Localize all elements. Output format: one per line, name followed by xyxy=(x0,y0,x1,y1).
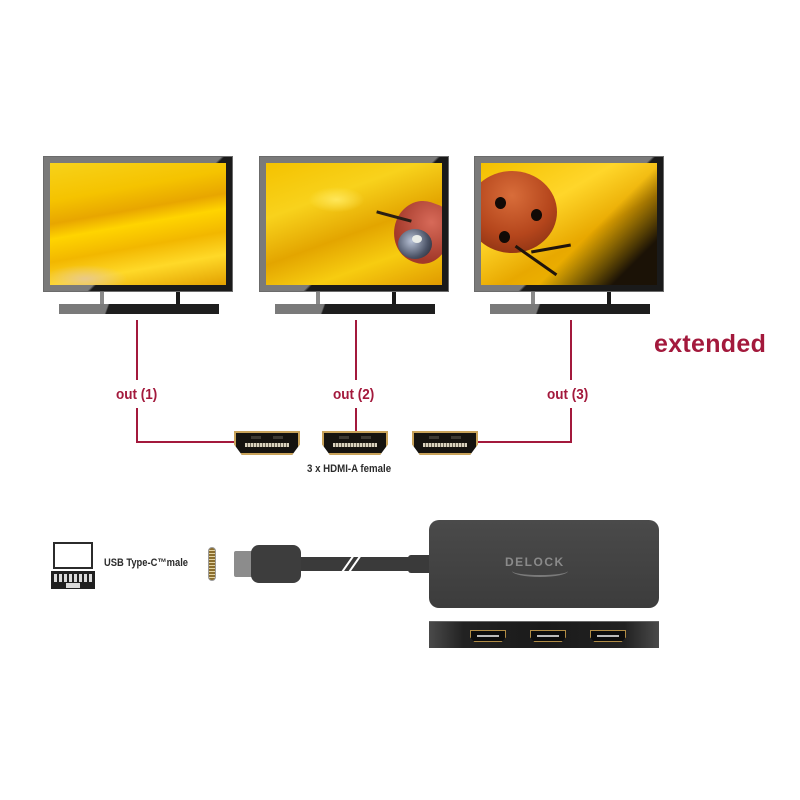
monitor-screen-ladybug-left xyxy=(266,163,442,285)
usb-type-c-label: USB Type-C™male xyxy=(104,557,189,569)
monitor-leg xyxy=(316,292,320,304)
mode-label: extended xyxy=(654,330,767,358)
monitor-1 xyxy=(43,156,235,318)
monitor-leg xyxy=(392,292,396,304)
cable-strain-relief xyxy=(408,555,432,573)
output-label-2: out (2) xyxy=(333,386,375,403)
monitor-frame xyxy=(43,156,233,292)
ports-caption: 3 x HDMI-A female xyxy=(307,463,392,475)
monitor-stand xyxy=(490,304,650,314)
ladybug-head xyxy=(398,229,432,259)
monitor-screen-flower xyxy=(50,163,226,285)
monitor-leg xyxy=(607,292,611,304)
monitor-stand xyxy=(275,304,435,314)
hub-hdmi-port-icon xyxy=(590,630,626,642)
ladybug-spot xyxy=(499,231,510,243)
output-label-3: out (3) xyxy=(547,386,589,403)
laptop-icon xyxy=(53,542,93,569)
ladybug-body xyxy=(481,171,557,253)
usb-c-plug-tip xyxy=(234,551,254,577)
hub-adapter-top xyxy=(429,520,659,608)
laptop-keyboard-icon xyxy=(51,571,95,589)
usb-c-port-icon xyxy=(208,547,216,581)
connector-line-1-bottom xyxy=(136,408,138,442)
ladybug-spot xyxy=(495,197,506,209)
hub-hdmi-port-icon xyxy=(530,630,566,642)
connector-line-3-top xyxy=(570,320,572,380)
connector-line-3-bottom xyxy=(570,408,572,442)
cable-break-mark xyxy=(337,552,364,578)
monitor-frame xyxy=(259,156,449,292)
hdmi-port-icon xyxy=(322,431,388,455)
monitor-3 xyxy=(474,156,666,318)
monitor-frame xyxy=(474,156,664,292)
monitor-stand xyxy=(59,304,219,314)
connector-line-1-top xyxy=(136,320,138,380)
monitor-screen-ladybug-right xyxy=(481,163,657,285)
monitor-2 xyxy=(259,156,451,318)
brand-logo-swoosh xyxy=(512,565,568,577)
hub-hdmi-port-icon xyxy=(470,630,506,642)
monitor-leg xyxy=(531,292,535,304)
hdmi-port-icon xyxy=(234,431,300,455)
hdmi-port-icon xyxy=(412,431,478,455)
connector-line-1-horizontal xyxy=(136,441,236,443)
usb-c-plug-body xyxy=(251,545,301,583)
output-label-1: out (1) xyxy=(116,386,158,403)
monitor-leg xyxy=(176,292,180,304)
connector-line-2-top xyxy=(355,320,357,380)
ladybug-head-spot xyxy=(412,235,422,243)
monitor-leg xyxy=(100,292,104,304)
cable xyxy=(300,557,430,571)
ladybug-spot xyxy=(531,209,542,221)
connector-line-3-horizontal xyxy=(477,441,572,443)
connector-line-2-bottom xyxy=(355,408,357,434)
